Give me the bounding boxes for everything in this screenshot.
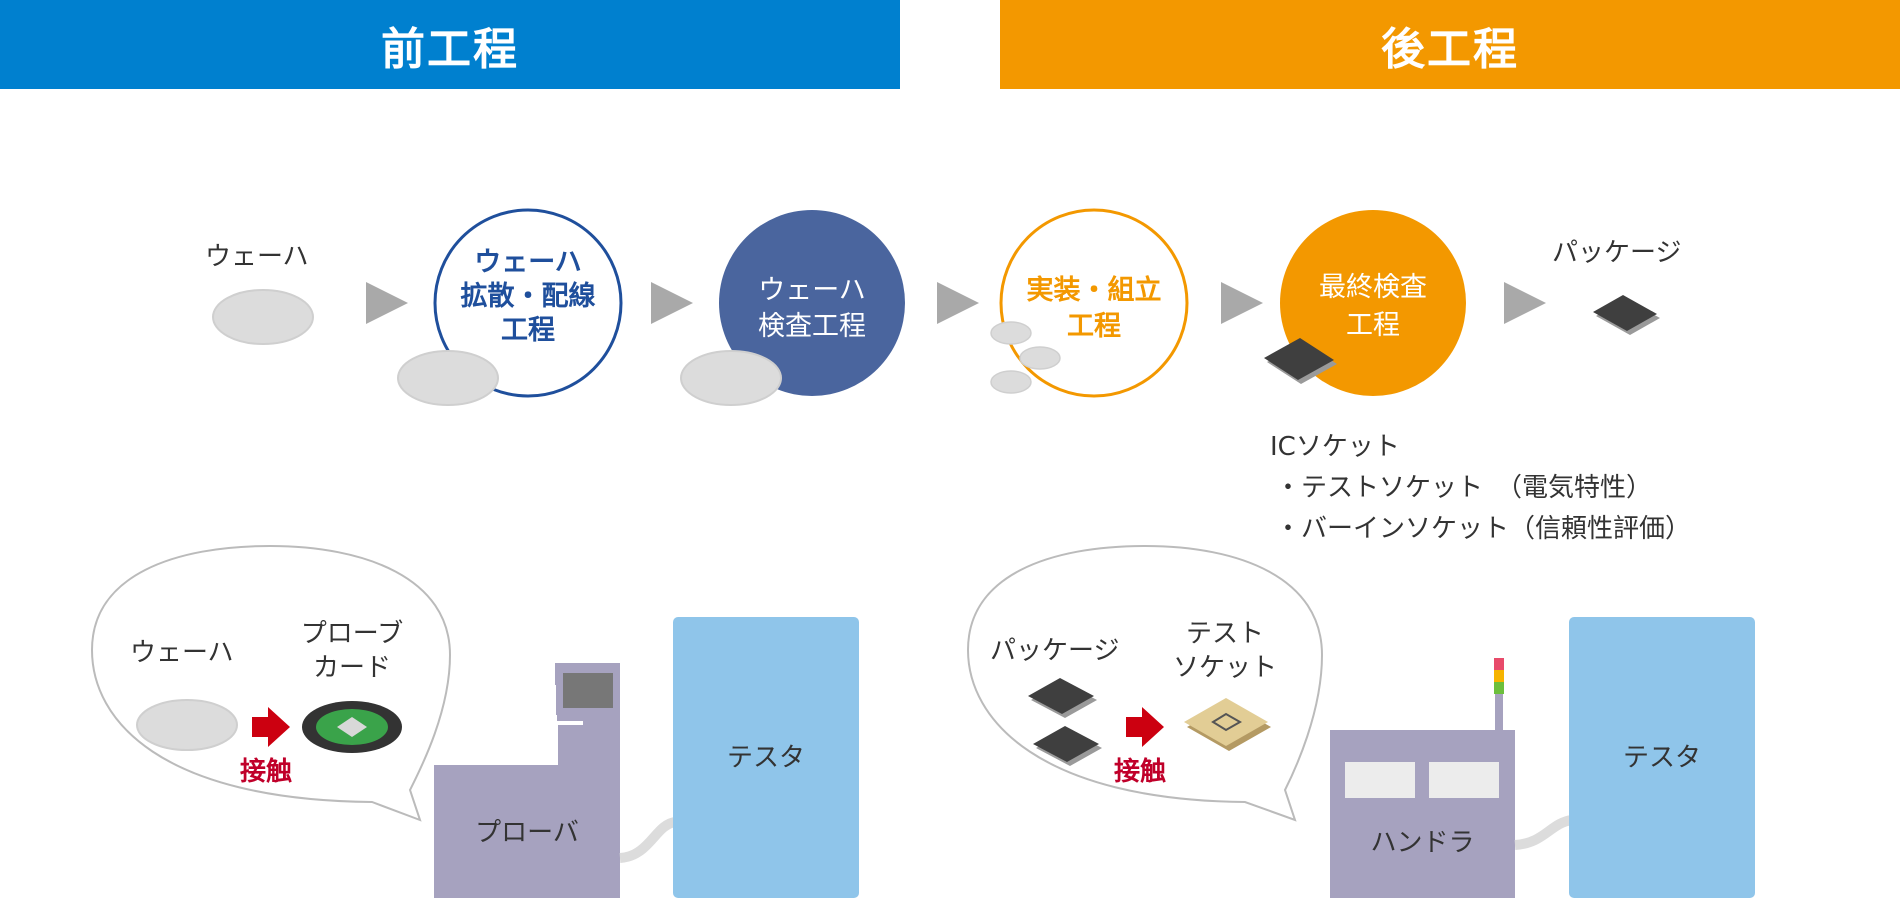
test-socket-label: テスト ソケット xyxy=(1172,619,1277,683)
cable xyxy=(619,817,677,863)
small-chip-disc xyxy=(990,370,1032,394)
tester-right-label: テスタ xyxy=(1622,743,1701,773)
step3-label: 実装・組立 工程 xyxy=(1026,275,1162,342)
package-chip xyxy=(1264,338,1337,384)
flow-arrow-5 xyxy=(1504,282,1546,324)
contact-arrow-icon xyxy=(252,707,290,747)
contact-arrow-icon xyxy=(1126,707,1164,747)
wafer-label: ウェーハ xyxy=(205,242,309,272)
wafer-disc xyxy=(136,699,238,751)
tester-left xyxy=(673,617,859,898)
probe-card-label: プローブ カード xyxy=(300,619,404,683)
burn-in-socket-note: ・バーインソケット（信頼性評価） xyxy=(1275,514,1692,544)
probe-card-icon xyxy=(302,701,402,753)
handler-machine xyxy=(1330,658,1515,898)
wafer-disc xyxy=(397,350,499,406)
wafer-disc xyxy=(212,289,314,345)
step4-circle xyxy=(1280,210,1466,396)
step4-label: 最終検査 工程 xyxy=(1319,272,1427,341)
prober-label: プローバ xyxy=(475,818,579,848)
front-process-band: 前工程 xyxy=(0,0,900,89)
tester-left-label: テスタ xyxy=(726,743,805,773)
step2-circle xyxy=(719,210,905,396)
flow-arrow-2 xyxy=(651,282,693,324)
bubble-package-label: パッケージ xyxy=(990,636,1120,666)
package-label: パッケージ xyxy=(1552,238,1682,268)
flow-arrow-1 xyxy=(366,282,408,324)
back-process-title: 後工程 xyxy=(1381,23,1519,75)
handler-label: ハンドラ xyxy=(1370,828,1475,858)
prober-machine xyxy=(434,663,620,898)
small-chip-disc xyxy=(1019,346,1061,370)
ic-socket-title: ICソケット xyxy=(1270,432,1400,462)
package-chip xyxy=(1593,295,1660,335)
bubble-wafer-label: ウェーハ xyxy=(130,638,234,668)
step1-circle xyxy=(433,208,623,398)
step2-label: ウェーハ 検査工程 xyxy=(758,275,866,342)
package-chip xyxy=(1033,726,1102,766)
back-process-band: 後工程 xyxy=(1000,0,1900,89)
package-chip xyxy=(1028,678,1097,718)
tester-right xyxy=(1569,617,1755,898)
contact-label: 接触 xyxy=(1114,757,1167,787)
small-chip-disc xyxy=(990,321,1032,345)
flow-arrow-3 xyxy=(937,282,979,324)
flow-arrow-4 xyxy=(1221,282,1263,324)
contact-label: 接触 xyxy=(240,757,293,787)
cable xyxy=(1514,815,1574,850)
step1-label: ウェーハ 拡散・配線 工程 xyxy=(460,247,596,346)
test-socket-note: ・テストソケット （電気特性） xyxy=(1275,473,1653,503)
test-socket-icon xyxy=(1184,698,1271,751)
wafer-disc xyxy=(680,350,782,406)
front-process-title: 前工程 xyxy=(381,23,519,75)
